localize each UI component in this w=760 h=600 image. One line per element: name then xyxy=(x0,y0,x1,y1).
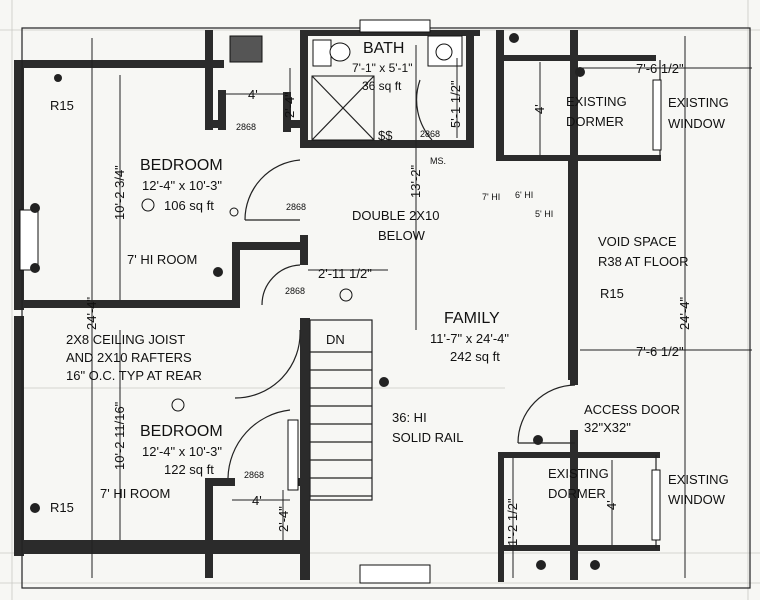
dim-closet-top-d: 2'-4" xyxy=(282,92,297,118)
family-dims: 11'-7" x 24'-4" xyxy=(430,331,509,346)
door-swings xyxy=(227,79,576,479)
bedroom-top-area: 106 sq ft xyxy=(164,198,214,213)
access-line2: 32"X32" xyxy=(584,420,631,435)
dimension-lines xyxy=(91,36,752,578)
hi6-note: 6' HI xyxy=(515,190,533,200)
r15-top: R15 xyxy=(50,98,74,113)
dim-dormer-bottom-d: 4' xyxy=(604,500,619,510)
dim-closet-bot-d: 2'-4" xyxy=(276,506,291,532)
dormer-bottom-line2: DORMER xyxy=(548,486,606,501)
ceiling-note-line2: AND 2X10 RAFTERS xyxy=(66,350,192,365)
dim-right-top-w: 7'-6 1/2" xyxy=(636,61,684,76)
stairs xyxy=(287,319,373,501)
double-joist-line2: BELOW xyxy=(378,228,426,243)
electrical-symbols xyxy=(30,33,600,570)
bath-area: 36 sq ft xyxy=(362,79,402,93)
bath-dims: 7'-1" x 5'-1" xyxy=(352,61,412,75)
ceiling-note-line3: 16" O.C. TYP AT REAR xyxy=(66,368,202,383)
dim-bedroom-top-h: 10'-2 3/4" xyxy=(112,165,127,220)
dim-bath-h: 5'-1 1/2" xyxy=(448,80,463,128)
dim-hall-w: 2'-11 1/2" xyxy=(318,266,372,281)
window-top-line2: WINDOW xyxy=(668,116,726,131)
bedroom-top-name: BEDROOM xyxy=(140,157,223,174)
door-code-1: 2868 xyxy=(236,122,256,132)
door-code-2: 2868 xyxy=(286,202,306,212)
door-code-5: 2868 xyxy=(244,470,264,480)
family-area: 242 sq ft xyxy=(450,349,500,364)
void-line1: VOID SPACE xyxy=(598,234,677,249)
dim-family-len: 13'-2" xyxy=(408,164,423,198)
dim-closet-bot-w: 4' xyxy=(252,493,262,508)
dim-overall-right: 24'-4" xyxy=(677,296,692,330)
dim-closet-top-w: 4' xyxy=(248,87,258,102)
ss-note: $$ xyxy=(378,128,393,143)
dormer-bottom-line1: EXISTING xyxy=(548,466,609,481)
hi5-note: 5' HI xyxy=(535,209,553,219)
bedroom-bottom-dims: 12'-4" x 10'-3" xyxy=(142,444,222,459)
door-code-4: 2868 xyxy=(420,129,440,139)
dim-overall-left: 24'-4" xyxy=(84,296,99,330)
bedroom-bottom-area: 122 sq ft xyxy=(164,462,214,477)
bedroom-bottom-name: BEDROOM xyxy=(140,423,223,440)
door-code-3: 2868 xyxy=(285,286,305,296)
window-bottom-line1: EXISTING xyxy=(668,472,729,487)
ceiling-note-line1: 2X8 CEILING JOIST xyxy=(66,332,185,347)
rail-line2: SOLID RAIL xyxy=(392,430,464,445)
rail-line1: 36: HI xyxy=(392,410,427,425)
hi7-note: 7' HI xyxy=(482,192,500,202)
r15-right: R15 xyxy=(600,286,624,301)
void-line2: R38 AT FLOOR xyxy=(598,254,689,269)
walls xyxy=(14,30,661,582)
family-name: FAMILY xyxy=(444,310,500,327)
window-bottom-line2: WINDOW xyxy=(668,492,726,507)
bedroom-top-height: 7' HI ROOM xyxy=(127,252,197,267)
ms-note: MS. xyxy=(430,156,446,166)
dormer-top-line2: DORMER xyxy=(566,114,624,129)
windows xyxy=(19,19,662,584)
bedroom-top-dims: 12'-4" x 10'-3" xyxy=(142,178,222,193)
bedroom-bottom-height: 7' HI ROOM xyxy=(100,486,170,501)
dim-right-mid-w: 7'-6 1/2" xyxy=(636,344,684,359)
dormer-top-line1: EXISTING xyxy=(566,94,627,109)
double-joist-line1: DOUBLE 2X10 xyxy=(352,208,439,223)
dim-bedroom-bottom-h: 10'-2 11/16" xyxy=(112,401,127,470)
bath-name: BATH xyxy=(363,40,404,57)
access-line1: ACCESS DOOR xyxy=(584,402,680,417)
r15-bottom: R15 xyxy=(50,500,74,515)
window-top-line1: EXISTING xyxy=(668,95,729,110)
bath-fixtures xyxy=(311,35,463,141)
dim-dormer-top-d: 4' xyxy=(532,104,547,114)
stair-dn: DN xyxy=(326,332,345,347)
dim-dormer-bottom-w: 1'-2 1/2" xyxy=(505,498,520,546)
